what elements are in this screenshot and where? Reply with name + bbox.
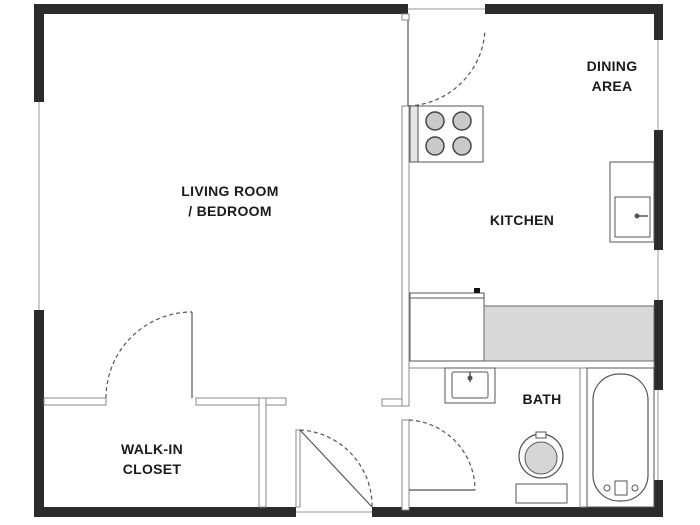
kitchen-fixtures	[409, 105, 655, 362]
living-label-line1: LIVING ROOM	[181, 183, 279, 199]
room-label-bath: BATH	[502, 389, 582, 409]
room-label-closet: WALK-IN CLOSET	[102, 439, 202, 479]
wall-bath-stub	[381, 398, 403, 407]
kitchen-counter	[483, 305, 655, 362]
kitchen-sink-basin	[614, 196, 651, 238]
kitchen-label: KITCHEN	[489, 212, 555, 228]
burner-2	[452, 111, 472, 131]
burner-1	[425, 111, 445, 131]
wall-right-mid2	[654, 300, 663, 390]
bathtub-drain-left	[603, 484, 611, 492]
closet-label-line1: WALK-IN	[121, 441, 183, 457]
burner-3	[425, 136, 445, 156]
closet-label-line2: CLOSET	[122, 461, 182, 477]
burner-4	[452, 136, 472, 156]
dining-label-line2: AREA	[591, 78, 633, 94]
wall-left-lower	[34, 310, 44, 515]
refrigerator-handle	[474, 288, 480, 293]
wall-closet-top-right	[195, 397, 287, 406]
wall-bottom-left	[34, 507, 296, 517]
wall-top-right	[485, 4, 663, 14]
bathtub-drain-right	[631, 484, 639, 492]
wall-closet-right	[258, 397, 267, 508]
wall-bath-living-lower	[401, 419, 410, 511]
living-label-line2: / BEDROOM	[188, 203, 272, 219]
dining-label-line1: DINING	[586, 58, 638, 74]
wall-closet-top-left	[43, 397, 107, 406]
door-closet-swing	[105, 311, 193, 399]
toilet-seat-hinge	[535, 431, 547, 439]
doors	[105, 20, 486, 508]
exterior-walls	[34, 4, 663, 517]
room-label-dining: DINING AREA	[562, 56, 662, 96]
bathtub-basin	[592, 373, 649, 502]
windows	[38, 8, 659, 513]
wall-hall-stub	[295, 429, 301, 508]
wall-entry-divider	[401, 13, 410, 21]
room-label-living: LIVING ROOM / BEDROOM	[150, 181, 310, 221]
door-bath-swing	[408, 419, 476, 491]
wall-bath-top	[408, 360, 655, 369]
wall-top-left	[35, 4, 408, 14]
toilet-tank	[515, 483, 568, 504]
bath-fixtures	[444, 367, 655, 508]
refrigerator	[409, 292, 485, 362]
wall-left-upper	[34, 4, 44, 102]
bath-label: BATH	[522, 391, 562, 407]
bathtub-faucet	[614, 480, 628, 496]
wall-kitchen-living	[401, 105, 410, 407]
toilet-bowl-inner	[524, 441, 558, 475]
door-hall-swing	[299, 429, 373, 508]
wall-right-mid1	[654, 130, 663, 250]
interior-walls	[43, 13, 655, 511]
room-label-kitchen: KITCHEN	[472, 210, 572, 230]
stove	[409, 105, 484, 163]
door-hall-leaf	[299, 429, 373, 508]
stove-back	[409, 105, 419, 163]
wall-right-top	[654, 4, 663, 40]
wall-bottom-right	[372, 507, 663, 517]
door-entry-swing	[407, 29, 486, 107]
wall-right-bottom	[654, 480, 663, 517]
